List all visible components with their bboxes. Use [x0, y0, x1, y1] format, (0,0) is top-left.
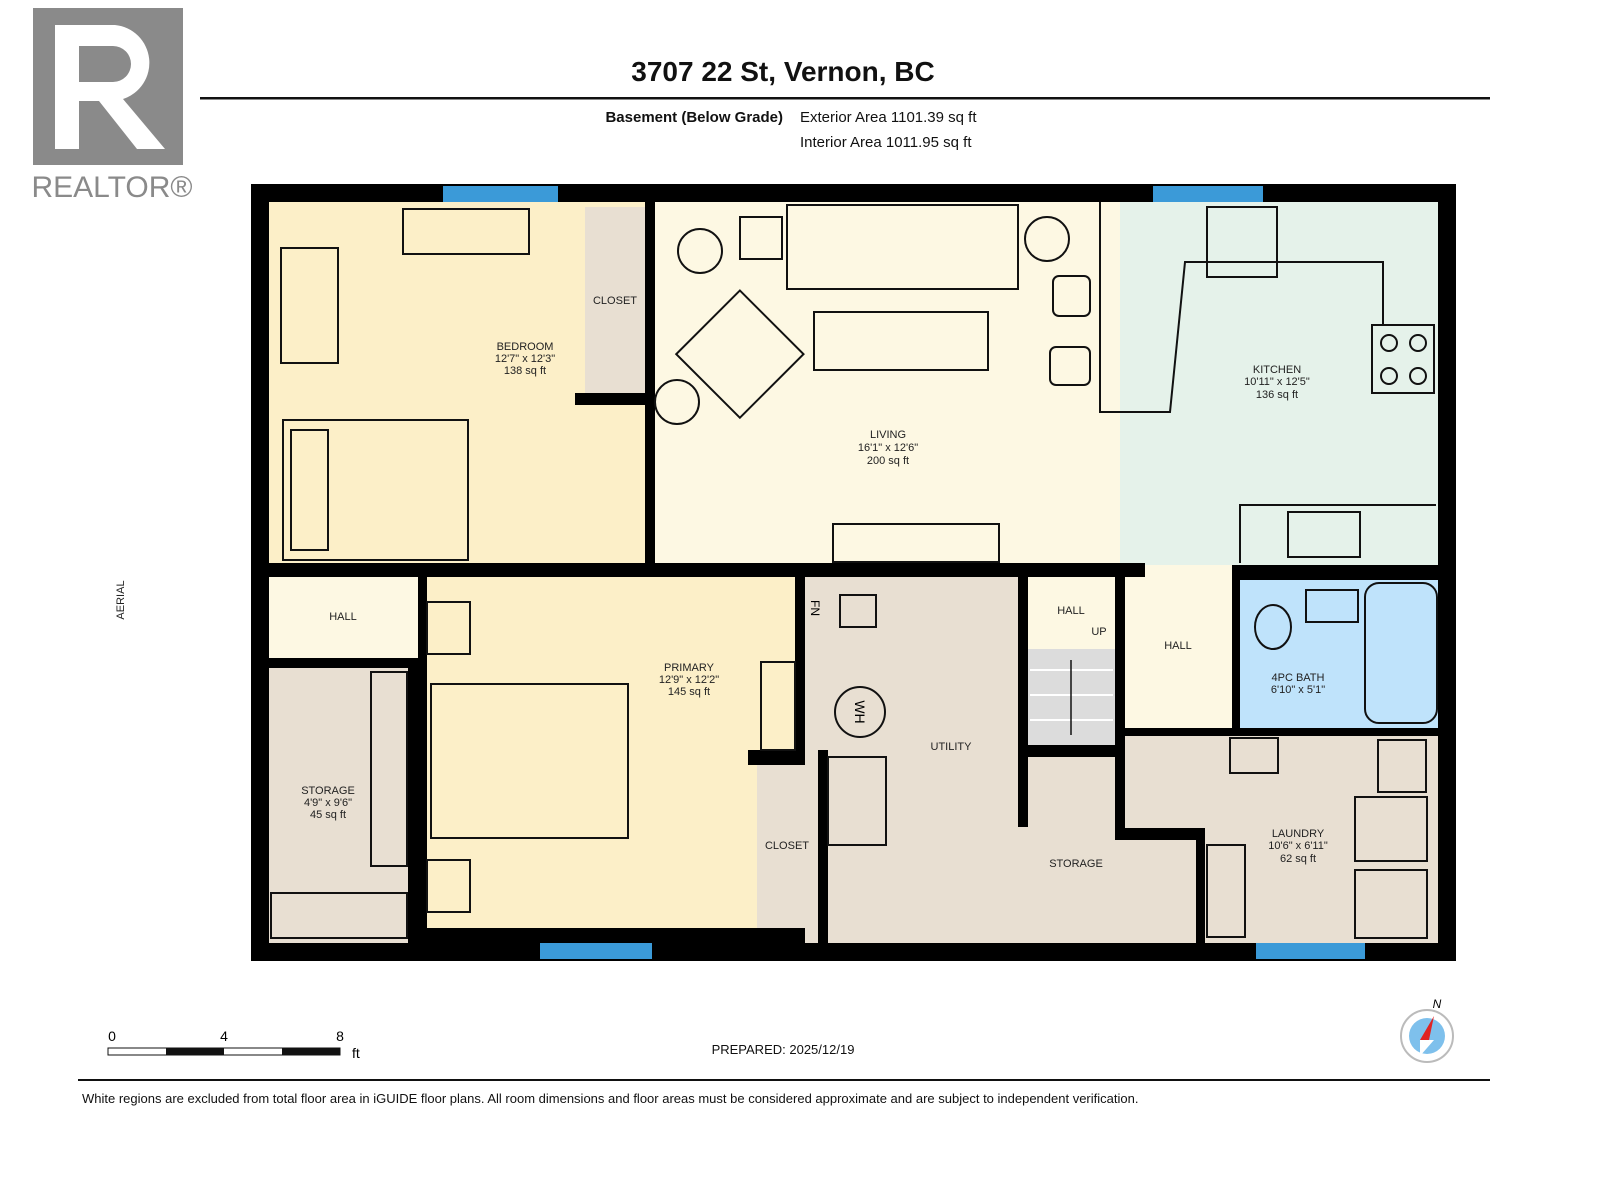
svg-text:10'11" x 12'5": 10'11" x 12'5": [1244, 376, 1310, 388]
realtor-logo: REALTOR®: [31, 8, 193, 204]
svg-text:BEDROOM: BEDROOM: [497, 341, 554, 353]
svg-text:62 sq ft: 62 sq ft: [1280, 853, 1316, 865]
interior-area: Interior Area 1011.95 sq ft: [800, 134, 972, 151]
room-utility: [805, 577, 1020, 943]
room-label-bedroom: BEDROOM 12'7" x 12'3" 138 sq ft: [495, 341, 555, 377]
svg-text:10'6" x 6'11": 10'6" x 6'11": [1268, 840, 1328, 852]
stairs-up-label: UP: [1091, 626, 1106, 638]
room-label-storage-left: STORAGE 4'9" x 9'6" 45 sq ft: [301, 785, 355, 821]
page-title: 3707 22 St, Vernon, BC: [631, 56, 934, 87]
room-label-living: LIVING 16'1" x 12'6" 200 sq ft: [858, 429, 918, 467]
compass-north-label: N: [1433, 997, 1442, 1011]
svg-text:4PC BATH: 4PC BATH: [1272, 672, 1325, 684]
room-label-primary: PRIMARY 12'9" x 12'2" 145 sq ft: [659, 662, 719, 698]
svg-text:STORAGE: STORAGE: [301, 785, 355, 797]
room-closet-1: [585, 207, 645, 393]
prepared-date: PREPARED: 2025/12/19: [712, 1042, 855, 1057]
water-heater-label: WH: [852, 700, 868, 723]
svg-text:LIVING: LIVING: [870, 429, 906, 441]
room-label-utility: UTILITY: [931, 741, 973, 753]
compass-icon: N: [1400, 997, 1454, 1063]
scale-tick-8: 8: [336, 1028, 344, 1044]
svg-text:12'7" x 12'3": 12'7" x 12'3": [495, 353, 555, 365]
disclaimer: White regions are excluded from total fl…: [82, 1091, 1138, 1106]
room-label-hall-left: HALL: [329, 611, 357, 623]
scale-tick-0: 0: [108, 1028, 116, 1044]
scale-bar: 0 4 8 ft: [107, 1028, 360, 1061]
room-label-hall-stairs: HALL: [1057, 605, 1085, 617]
svg-text:45 sq ft: 45 sq ft: [310, 809, 346, 821]
svg-text:145 sq ft: 145 sq ft: [668, 686, 710, 698]
svg-text:136 sq ft: 136 sq ft: [1256, 389, 1298, 401]
scale-tick-4: 4: [220, 1028, 228, 1044]
title-divider: [200, 97, 1490, 100]
room-hall-left: [269, 577, 418, 660]
svg-text:4'9" x 9'6": 4'9" x 9'6": [304, 797, 352, 809]
room-label-hall-right: HALL: [1164, 640, 1192, 652]
svg-text:138 sq ft: 138 sq ft: [504, 365, 546, 377]
room-label-closet-1: CLOSET: [593, 295, 637, 307]
furniture: [270, 202, 1438, 939]
svg-text:KITCHEN: KITCHEN: [1253, 364, 1301, 376]
furnace-label: FN: [808, 600, 822, 616]
room-label-closet-2: CLOSET: [765, 840, 809, 852]
windows: [443, 186, 1365, 959]
svg-text:LAUNDRY: LAUNDRY: [1272, 828, 1325, 840]
room-hall-stairs: [1028, 577, 1115, 649]
scale-unit: ft: [352, 1045, 360, 1061]
room-primary: [427, 577, 795, 928]
room-hall-right: [1125, 565, 1232, 728]
floor-name: Basement (Below Grade): [605, 109, 783, 126]
room-label-laundry: LAUNDRY 10'6" x 6'11" 62 sq ft: [1268, 828, 1328, 865]
room-bath: [1240, 580, 1438, 728]
svg-text:6'10" x 5'1": 6'10" x 5'1": [1271, 684, 1325, 696]
svg-text:16'1" x 12'6": 16'1" x 12'6": [858, 442, 918, 454]
aerial-label: AERIAL: [115, 580, 127, 619]
svg-text:200 sq ft: 200 sq ft: [867, 455, 909, 467]
room-storage-left: [269, 668, 408, 943]
footer-divider: [78, 1079, 1490, 1081]
exterior-area: Exterior Area 1101.39 sq ft: [800, 109, 977, 126]
svg-text:12'9" x 12'2": 12'9" x 12'2": [659, 674, 719, 686]
stair-treads: [1030, 660, 1113, 735]
room-label-storage-mid: STORAGE: [1049, 858, 1103, 870]
realtor-wordmark: REALTOR®: [31, 171, 192, 204]
interior-walls: [269, 202, 1438, 945]
room-label-bath: 4PC BATH 6'10" x 5'1": [1271, 672, 1325, 696]
room-living: [655, 202, 1120, 567]
svg-text:PRIMARY: PRIMARY: [664, 662, 715, 674]
room-label-kitchen: KITCHEN 10'11" x 12'5" 136 sq ft: [1244, 364, 1310, 401]
